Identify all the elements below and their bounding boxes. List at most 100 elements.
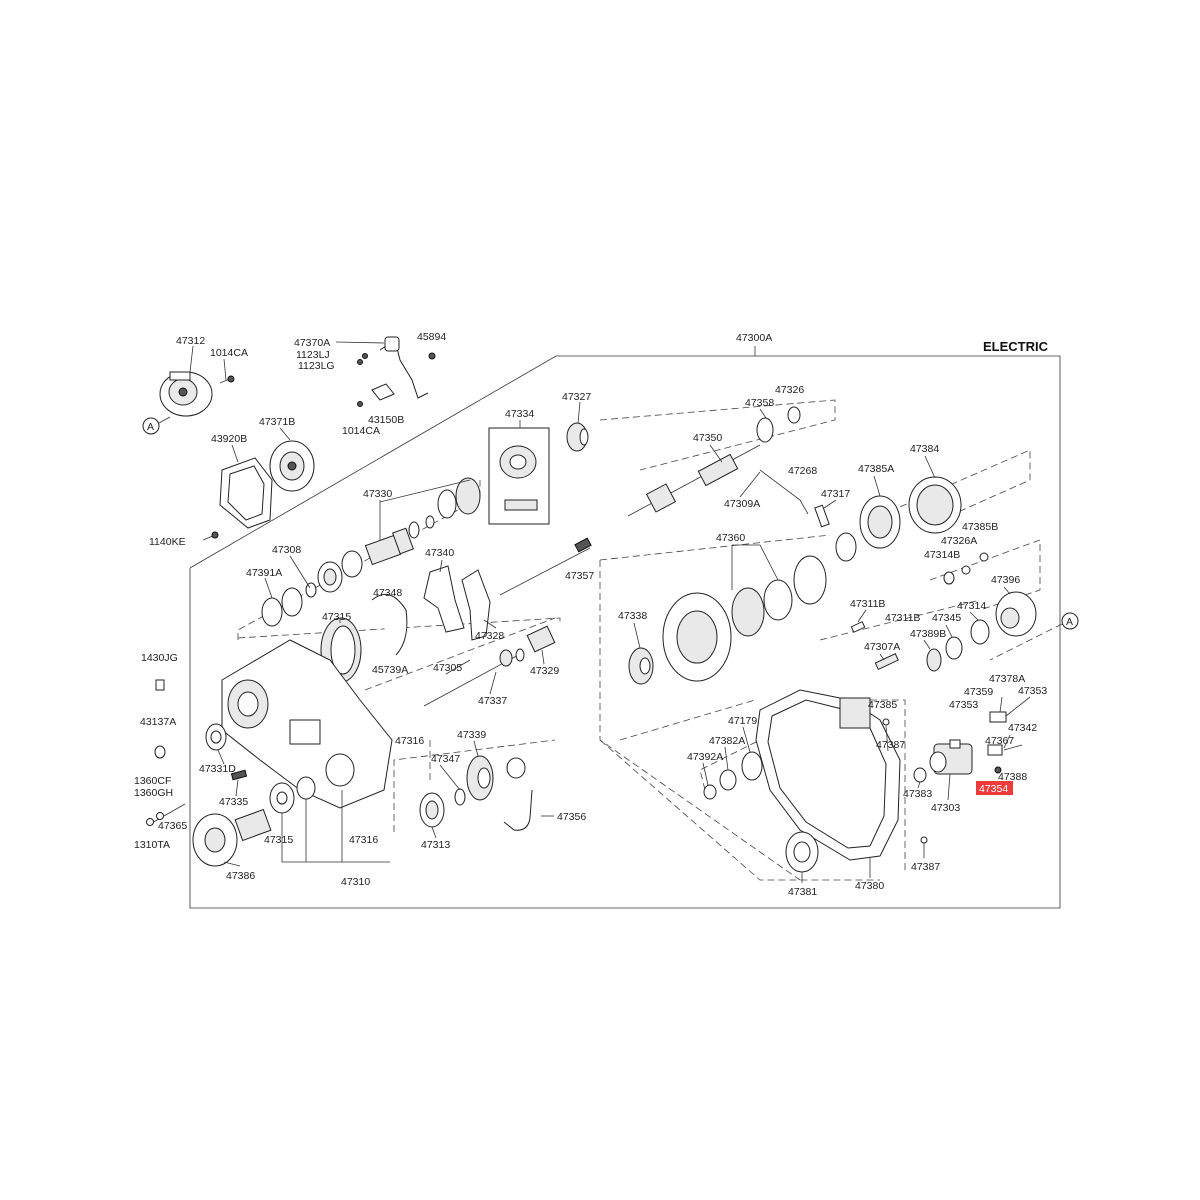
bolt-1140KE xyxy=(202,531,219,541)
part-47330 xyxy=(364,477,481,566)
label: 47353 xyxy=(1018,685,1047,697)
label: 47309A xyxy=(724,498,760,510)
label: 47268 xyxy=(788,465,817,477)
label: 1140KE xyxy=(149,536,186,548)
label: 1360GH xyxy=(134,787,173,799)
part-47356 xyxy=(503,789,533,831)
part-47339 xyxy=(454,755,526,806)
label: 47314 xyxy=(957,600,986,612)
label: 47314B xyxy=(924,549,960,561)
label: 47307A xyxy=(864,641,900,653)
label: 1014CA xyxy=(210,347,248,359)
part-47334 xyxy=(488,427,550,525)
label: 47347 xyxy=(431,753,460,765)
part-47370A xyxy=(357,336,436,407)
exploded-view-guides xyxy=(237,399,1041,881)
part-47348 xyxy=(371,593,408,656)
label: 1123LJ xyxy=(296,349,330,361)
label: 43150B xyxy=(368,414,404,426)
label: 47356 xyxy=(557,811,586,823)
part-47308 xyxy=(305,550,363,598)
label: 47353 xyxy=(949,699,978,711)
label: 47350 xyxy=(693,432,722,444)
label: 47370A xyxy=(294,337,330,349)
label: 43920B xyxy=(211,433,247,445)
assembly-label: 47300A xyxy=(736,332,772,344)
part-47360 xyxy=(662,555,827,682)
part-47335 xyxy=(230,769,248,781)
label: 47360 xyxy=(716,532,745,544)
label: 47378A xyxy=(989,673,1025,685)
part-47358 xyxy=(756,406,801,443)
part-47315-lower xyxy=(269,776,316,814)
label: 47340 xyxy=(425,547,454,559)
label: 47387 xyxy=(876,739,905,751)
part-47316-housing xyxy=(221,639,393,809)
label: 47328 xyxy=(475,630,504,642)
label: 47179 xyxy=(728,715,757,727)
part-labels: 47312 1014CA 47370A 1123LJ 1123LG 45894 … xyxy=(134,331,1047,898)
label: 47382A xyxy=(709,735,745,747)
label: 45739A xyxy=(372,664,408,676)
label: 47345 xyxy=(932,612,961,624)
part-47312 xyxy=(159,371,213,417)
part-43920B xyxy=(219,457,273,529)
label: 45894 xyxy=(417,331,446,343)
part-47357 xyxy=(499,537,592,596)
part-47327 xyxy=(566,422,589,452)
part-47380-housing xyxy=(755,689,901,861)
label: 47367 xyxy=(985,735,1014,747)
label: 47334 xyxy=(505,408,534,420)
bolt-1014CA xyxy=(219,375,235,384)
label: 47311B xyxy=(885,612,920,624)
part-47381 xyxy=(785,831,819,873)
label: 47389B xyxy=(910,628,946,640)
label: 47339 xyxy=(457,729,486,741)
label: 47385 xyxy=(868,699,897,711)
ref-marker-right-text: A xyxy=(1066,616,1073,628)
highlight-box xyxy=(976,781,1013,795)
part-47331D xyxy=(205,723,227,751)
label: 47315 xyxy=(264,834,293,846)
leader-lines xyxy=(189,341,1031,883)
highlighted-part-label: 47354 xyxy=(979,783,1008,795)
label: 47317 xyxy=(821,488,850,500)
label: 47391A xyxy=(246,567,282,579)
label: 47348 xyxy=(373,587,402,599)
label: 47385A xyxy=(858,463,894,475)
part-47365 xyxy=(146,803,186,826)
label: 47313 xyxy=(421,839,450,851)
part-47391A xyxy=(261,587,303,627)
label: 47326A xyxy=(941,535,977,547)
label: 47385B xyxy=(962,521,998,533)
part-47307A xyxy=(850,621,899,671)
label: 47315 xyxy=(322,611,351,623)
part-47385A xyxy=(835,495,901,562)
label: 47387 xyxy=(911,861,940,873)
label: 47326 xyxy=(775,384,804,396)
label: 1014CA xyxy=(342,425,380,437)
part-47345 xyxy=(926,636,963,672)
ref-marker-left-text: A xyxy=(147,421,154,433)
part-47384 xyxy=(908,476,962,534)
ref-marker-left: A xyxy=(142,416,171,435)
label: 47316 xyxy=(395,735,424,747)
part-47350 xyxy=(627,444,761,517)
part-47268 xyxy=(759,469,830,528)
label: 47311B xyxy=(850,598,885,610)
label: 47388 xyxy=(998,771,1027,783)
label: 47316 xyxy=(349,834,378,846)
part-47313 xyxy=(419,792,445,828)
label: 47329 xyxy=(530,665,559,677)
part-47340 xyxy=(423,565,491,641)
diagram-header: ELECTRIC xyxy=(983,339,1049,354)
highlighted-part-47354[interactable]: 47354 xyxy=(976,781,1013,795)
label: 47335 xyxy=(219,796,248,808)
part-47386 xyxy=(192,808,272,867)
label: 47303 xyxy=(931,802,960,814)
label: 47380 xyxy=(855,880,884,892)
ref-marker-right: A xyxy=(989,612,1079,661)
label: 47357 xyxy=(565,570,594,582)
part-43137A xyxy=(154,745,166,759)
